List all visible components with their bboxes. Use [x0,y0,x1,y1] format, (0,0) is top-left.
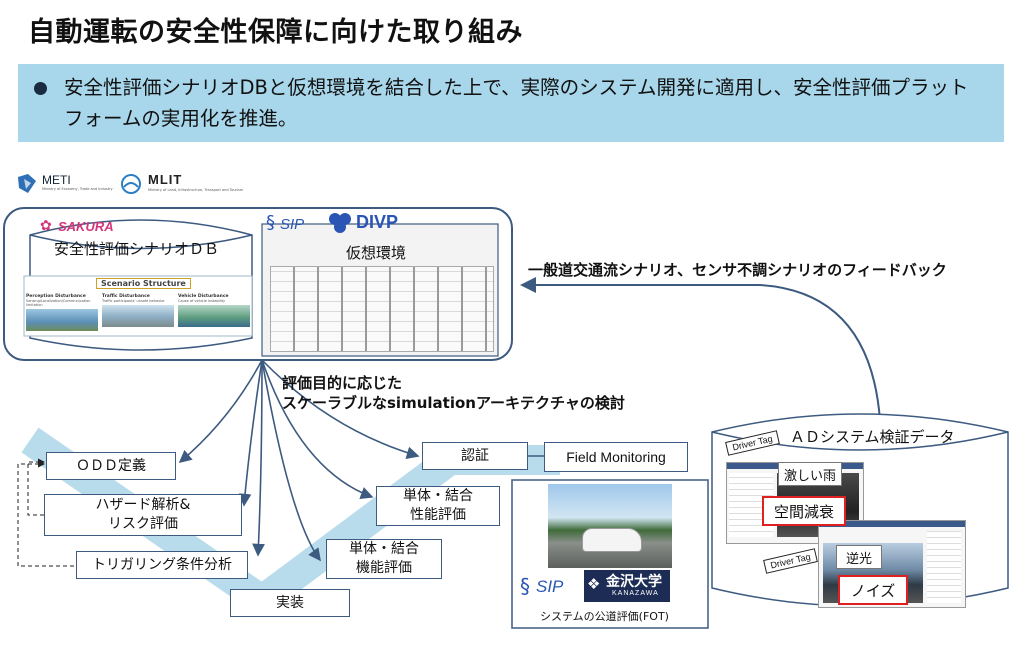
functional-eval-box: 単体・結合 機能評価 [326,539,442,579]
panel-sub: Sensing/Localization/Communication limit… [26,299,91,307]
divp-text: DIVP [356,212,399,232]
certification-box: 認証 [422,442,528,470]
functional-eval-label-2: 機能評価 [356,560,412,576]
field-monitoring-box: Field Monitoring [544,442,688,472]
sakura-db-label: 安全性評価シナリオＤＢ [54,240,220,258]
divp-logo: DIVP [328,212,418,236]
sakura-flower-icon: ✿ [40,218,52,234]
kanazawa-en-text: KANAZAWA [612,590,659,597]
panel-image [26,309,98,331]
triggering-label: トリガリング条件分析 [92,556,232,573]
summary-banner [18,64,1004,142]
panel-title: Traffic Disturbance [102,294,150,299]
hazard-analysis-box: ハザード解析& リスク評価 [44,494,242,536]
divp-mark-icon [329,213,351,233]
field-monitoring-label: Field Monitoring [566,448,666,465]
feedback-label: 一般道交通流シナリオ、センサ不調シナリオのフィードバック [528,261,947,279]
sakura-logo: ✿ SAKURA [40,218,130,238]
ad-db-label: ＡＤシステム検証データ [790,428,955,446]
meti-text: METI [42,173,71,187]
panel-title: Vehicle Disturbance [178,294,229,299]
certification-label: 認証 [461,447,489,464]
screenshot-table [927,531,961,603]
sip-swirl-icon: § [266,212,275,233]
mlit-subtext: Ministry of Land, Infrastructure, Transp… [148,188,244,192]
page-title: 自動運転の安全性保障に向けた取り組み [28,17,523,48]
heavy-rain-label: 激しい雨 [778,462,842,486]
sip-logo-fot: § SIP [520,574,580,600]
sip-text: SIP [536,577,564,596]
panel-image [102,305,174,327]
triggering-analysis-box: トリガリング条件分析 [76,551,248,579]
mlit-icon [121,174,141,194]
odd-label: ＯＤＤ定義 [76,457,146,474]
sip-swirl-icon: § [520,574,530,598]
kanazawa-text: 金沢大学 [606,574,662,590]
performance-eval-label-1: 単体・結合 [403,488,473,504]
kanazawa-seal-icon: ❖ [587,575,601,593]
panel-sub: Traffic participants' unsafe behavior [102,299,165,303]
odd-definition-box: ＯＤＤ定義 [46,452,176,480]
scenario-structure-title: Scenario Structure [96,278,191,289]
architecture-arrows [178,359,420,562]
screenshot-toolbar [819,521,965,527]
bullet-dot [34,82,47,95]
scenario-panel-perception: Perception Disturbance Sensing/Localizat… [26,294,98,334]
mlit-logo: MLIT Ministry of Land, Infrastructure, T… [120,172,250,196]
sip-logo-top: § SIP [266,212,326,236]
backlight-label: 逆光 [836,545,882,569]
noise-label: ノイズ [838,575,908,605]
virtual-env-label: 仮想環境 [346,244,407,262]
fot-caption: システムの公道評価(FOT) [540,610,669,623]
performance-eval-box: 単体・結合 性能評価 [376,486,500,526]
sakura-text: SAKURA [58,219,114,234]
architecture-label-line2: スケーラブルなsimulationアーキテクチャの検討 [282,394,625,412]
fot-vehicle-photo [548,484,672,568]
scenario-panel-traffic: Traffic Disturbance Traffic participants… [102,294,174,334]
meti-logo: METI Ministry of Economy, Trade and Indu… [16,172,116,196]
car-shape [582,528,642,552]
hazard-label-1: ハザード解析& [95,497,191,513]
implementation-label: 実装 [276,594,304,611]
architecture-label-line1: 評価目的に応じた [282,374,403,392]
feedback-arrow [520,277,881,421]
summary-text: 安全性評価シナリオDBと仮想環境を結合した上で、実際のシステム開発に適用し、安全… [64,76,969,130]
spatial-attenuation-label: 空間減衰 [762,496,846,526]
meti-icon [18,174,36,193]
hazard-label-2: リスク評価 [108,516,178,532]
meti-subtext: Ministry of Economy, Trade and Industry [42,187,113,191]
performance-eval-label-2: 性能評価 [410,507,466,523]
iteration-loops [17,458,74,567]
virtual-env-architecture-thumbnail [270,266,494,352]
kanazawa-logo: ❖ 金沢大学 KANAZAWA [584,570,670,602]
panel-image [178,305,250,327]
implementation-box: 実装 [230,589,350,617]
functional-eval-label-1: 単体・結合 [349,541,419,557]
sip-text: SIP [280,216,305,233]
mlit-text: MLIT [148,172,183,187]
panel-title: Perception Disturbance [26,294,86,299]
panel-sub: Cause of vehicle instability [178,299,226,303]
scenario-panel-vehicle: Vehicle Disturbance Cause of vehicle ins… [178,294,250,334]
